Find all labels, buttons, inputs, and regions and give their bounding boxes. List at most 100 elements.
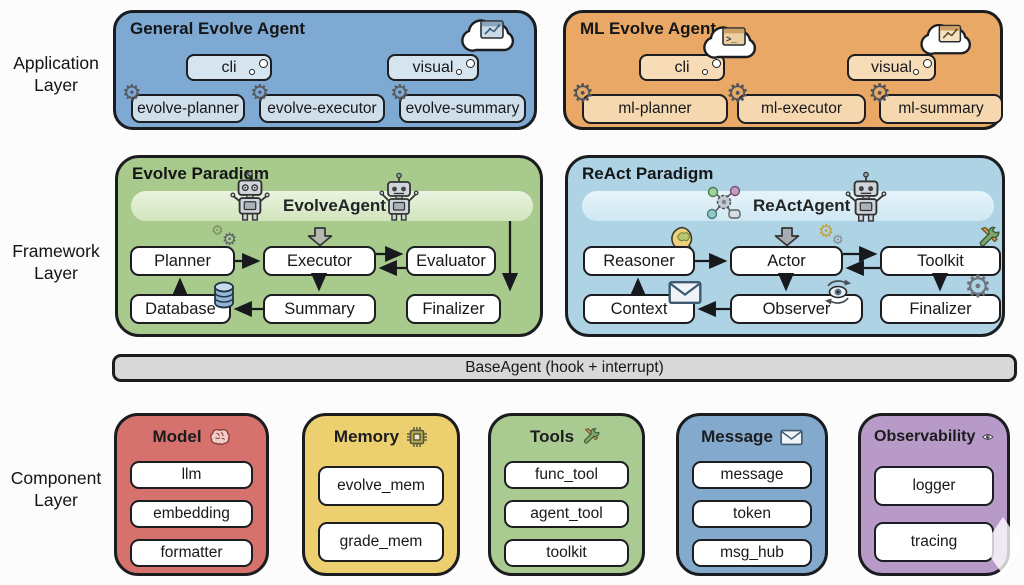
component-item: evolve_mem [318,466,444,506]
component-item: tracing [874,522,994,562]
node-label: Reasoner [603,251,675,270]
visual-pill: visual [847,54,936,81]
base-agent-label: BaseAgent (hook + interrupt) [465,359,664,376]
evolve-agent-bar [131,191,533,221]
react-agent-label: ReActAgent [753,196,851,215]
gear-icon: ⚙ [571,79,595,109]
component-title: Message [701,427,773,446]
module-label: evolve-planner [137,99,239,117]
item-label: grade_mem [339,533,423,550]
component-card-memory: Memory evolve_mem grade_mem [302,413,460,576]
general-evolve-agent-box: General Evolve Agent cli visual ⚙ evolve… [113,10,537,130]
node-summary: Summary [263,294,376,324]
node-actor: Actor [730,246,843,276]
item-label: formatter [160,544,223,561]
robot-icon [845,171,887,222]
gear-icon: ⚙ [222,230,238,250]
component-item: embedding [130,500,253,528]
item-label: tracing [910,533,958,550]
diamond-watermark [983,517,1023,575]
tools-icon [583,428,600,444]
robot-icon [230,170,270,221]
component-item: func_tool [504,461,629,489]
envelope-icon [668,280,702,305]
visual-label: visual [871,58,912,76]
component-item: agent_tool [504,500,629,528]
node-label: Actor [767,251,806,270]
component-item: grade_mem [318,522,444,562]
node-finalizer: Finalizer [880,294,1001,324]
item-label: toolkit [546,544,587,561]
module-label: evolve-summary [405,99,520,117]
ml-evolve-agent-title: ML Evolve Agent [580,19,717,38]
svg-text:>_: >_ [726,35,737,45]
node-label: Database [145,299,216,318]
node-label: Executor [286,251,353,270]
item-label: embedding [153,505,230,522]
item-label: agent_tool [530,505,603,522]
thought-dot-icon [259,59,268,68]
framework-layer-label: Framework Layer [12,241,100,283]
node-label: Finalizer [422,299,485,318]
module-ml-executor: ⚙ ml-executor [726,81,866,124]
module-evolve-executor: ⚙ evolve-executor [250,83,385,123]
application-layer-label: Application Layer [13,53,99,95]
component-title: Model [152,427,202,446]
visual-pill: visual [387,54,479,81]
item-label: message [720,466,784,483]
gear-icon: ⚙ [964,269,992,305]
component-card-message: Message message token msg_hub [676,413,828,576]
evolve-agent-label: EvolveAgent [283,196,386,215]
component-item: llm [130,461,253,489]
thought-dot-icon [456,69,462,75]
react-agent-bar [582,191,994,221]
module-evolve-summary: ⚙ evolve-summary [390,83,526,123]
component-card-observability: Observability logger tracing [858,413,1010,576]
item-label: func_tool [535,466,598,483]
evolve-paradigm-box: Evolve Paradigm EvolveAgent [115,155,543,337]
module-ml-summary: ⚙ ml-summary [868,81,1003,124]
component-item: toolkit [504,539,629,567]
component-card-tools: Tools func_tool agent_tool toolkit [488,413,645,576]
item-label: logger [912,477,956,494]
cli-pill: cli [639,54,725,81]
observer-cycle-eye-icon [825,279,851,305]
component-item: formatter [130,539,253,567]
node-label: Toolkit [917,251,964,270]
tools-icon [979,226,1000,247]
node-graph-icon [706,185,741,220]
component-layer-label: Component Layer [10,468,102,510]
gear-icon: ⚙ [832,233,844,248]
component-item: logger [874,466,994,506]
gear-icon: ⚙ [250,81,270,106]
node-label: Planner [154,251,211,270]
gear-icon: ⚙ [868,79,892,109]
react-paradigm-box: ReAct Paradigm ReActAgent [565,155,1005,337]
node-reasoner: Reasoner [583,246,695,276]
module-label: ml-planner [618,100,692,117]
ml-evolve-agent-box: ML Evolve Agent cli >_ visual ⚙ ml-p [563,10,1003,130]
gear-icon: ⚙ [390,81,410,106]
thought-dot-icon [923,59,932,68]
module-label: ml-summary [898,100,984,117]
item-label: msg_hub [720,544,784,561]
cli-label: cli [221,58,237,76]
gear-icon: ⚙ [818,221,835,242]
base-agent-bar: BaseAgent (hook + interrupt) [112,354,1017,382]
component-card-model: Model llm embedding formatter [114,413,269,576]
module-label: evolve-executor [267,99,377,117]
envelope-icon [780,429,803,445]
thought-dot-icon [913,69,919,75]
robot-icon [379,172,419,221]
cloud-chart-icon [920,23,971,55]
item-label: token [733,505,771,522]
cli-label: cli [674,58,690,76]
cloud-terminal-icon: >_ [703,26,757,59]
block-arrow-down-icon [774,227,800,247]
node-planner: Planner [130,246,235,276]
module-label: ml-executor [761,100,842,117]
cli-pill: cli [186,54,272,81]
module-evolve-planner: ⚙ evolve-planner [122,83,245,123]
chip-icon [407,427,428,447]
